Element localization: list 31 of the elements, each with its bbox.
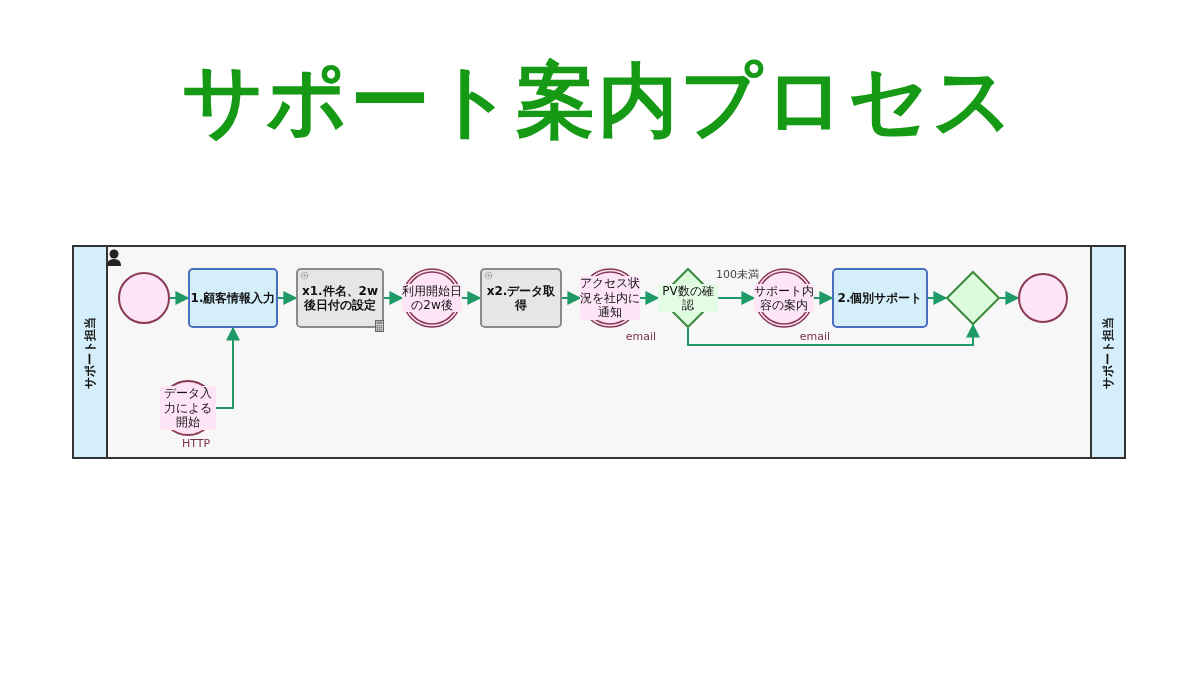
- arrow: [639, 291, 660, 305]
- event-caption: email: [799, 330, 830, 343]
- event-caption: email: [625, 330, 656, 343]
- lane-label: サポート担当: [81, 316, 98, 388]
- arrow: [169, 291, 190, 305]
- arrow: [813, 291, 834, 305]
- task-box: [832, 268, 928, 328]
- arrow: [561, 291, 582, 305]
- lane-label: サポート担当: [1099, 316, 1116, 388]
- arrow: [999, 291, 1020, 305]
- node-label: サポート内容の案内: [754, 283, 814, 313]
- event-caption: HTTP: [182, 437, 211, 450]
- node-label: x1.件名、2w後日付の設定: [300, 283, 380, 313]
- arrow: [687, 323, 980, 346]
- node-label: データ入力による開始: [160, 386, 216, 430]
- arrow: [717, 291, 756, 305]
- swimlane-pool: [72, 245, 1126, 459]
- arrow: [461, 291, 482, 305]
- node-label: x2.データ取得: [485, 283, 557, 313]
- diagram-title: サポート案内プロセス: [181, 52, 1017, 149]
- arrow: [215, 326, 240, 409]
- node-label: 利用開始日の2w後: [402, 283, 462, 313]
- arrow: [277, 291, 298, 305]
- arrow: [383, 291, 404, 305]
- task-box: [188, 268, 278, 328]
- node-label: PV数の確認: [658, 283, 718, 313]
- arrow: [927, 291, 948, 305]
- node-label: アクセス状況を社内に通知: [580, 276, 640, 320]
- node-label: 1.顧客情報入力: [190, 290, 276, 306]
- node-label: 2.個別サポート: [837, 290, 923, 306]
- service-task-box: [480, 268, 562, 328]
